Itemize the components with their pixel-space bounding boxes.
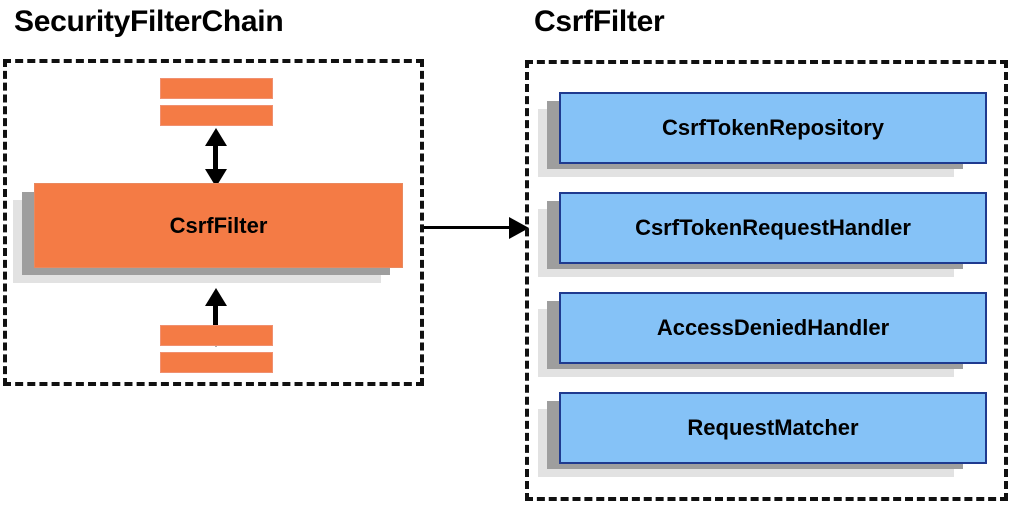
filter-slot-below-1 (160, 325, 273, 346)
collaborator-card-label: CsrfTokenRequestHandler (559, 192, 987, 264)
csrf-filter-collaborators-panel (525, 60, 1008, 501)
arrow-up-shaft (213, 142, 218, 174)
csrf-filter-card[interactable]: CsrfFilter (13, 183, 403, 283)
filter-slot-below-2 (160, 352, 273, 373)
collaborator-card[interactable]: AccessDeniedHandler (538, 292, 987, 381)
collaborator-card-label: CsrfTokenRepository (559, 92, 987, 164)
filter-slot-above-2 (160, 105, 273, 126)
filter-slot-above-1 (160, 78, 273, 99)
connector-arrow-head-icon (509, 217, 529, 239)
csrf-filter-card-label: CsrfFilter (34, 183, 403, 268)
collaborator-card[interactable]: CsrfTokenRequestHandler (538, 192, 987, 281)
collaborator-card[interactable]: CsrfTokenRepository (538, 92, 987, 181)
page-title-security-filter-chain: SecurityFilterChain (14, 5, 284, 38)
security-filter-chain-panel (3, 59, 424, 386)
arrow-up-head-icon (205, 128, 227, 146)
arrow-up-head-icon-2 (205, 288, 227, 306)
collaborator-card[interactable]: RequestMatcher (538, 392, 987, 481)
page-title-csrf-filter: CsrfFilter (534, 5, 665, 38)
collaborator-card-label: AccessDeniedHandler (559, 292, 987, 364)
arrow-down-shaft (213, 302, 218, 334)
arrow-down-head-icon (205, 169, 227, 187)
connector-line (424, 226, 520, 229)
collaborator-card-label: RequestMatcher (559, 392, 987, 464)
